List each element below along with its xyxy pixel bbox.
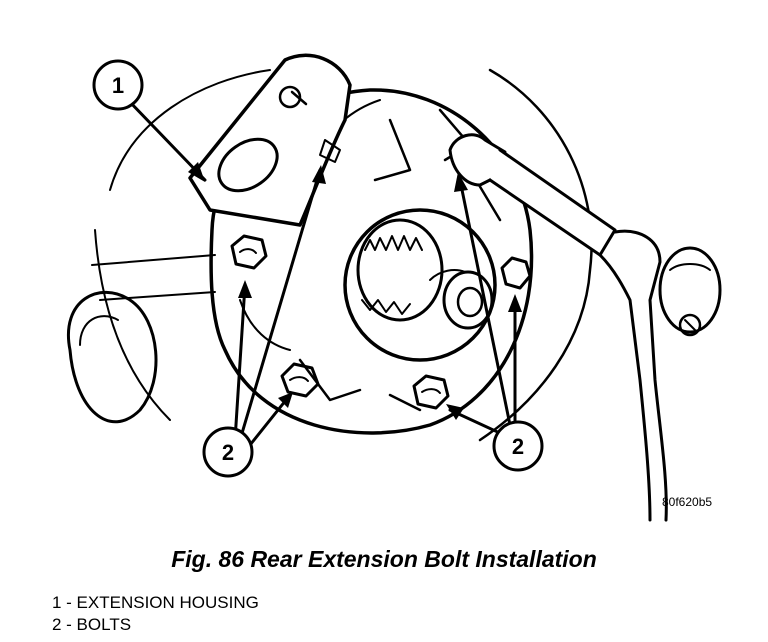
transmission-case	[67, 68, 593, 442]
legend-item-extension-housing: 1 - EXTENSION HOUSING	[52, 593, 259, 612]
rear-extension-illustration: 1 2 2	[67, 53, 722, 522]
legend: 1 - EXTENSION HOUSING 2 - BOLTS	[52, 592, 259, 636]
image-code: 80f620b5	[662, 495, 713, 509]
callout-2-right: 2	[492, 420, 544, 472]
output-shaft-hub	[343, 208, 497, 362]
callout-2-left: 2	[202, 426, 254, 478]
arrowheads	[188, 162, 522, 420]
callout-1: 1	[92, 59, 144, 111]
bolt-bottom-left	[280, 362, 320, 398]
leader-lines	[126, 98, 517, 447]
bolt-right	[500, 256, 532, 290]
svg-text:2: 2	[222, 440, 234, 465]
ratchet-wrench	[448, 133, 722, 522]
svg-text:1: 1	[112, 73, 124, 98]
legend-item-bolts: 2 - BOLTS	[52, 615, 132, 634]
figure-caption: Fig. 86 Rear Extension Bolt Installation	[171, 546, 597, 572]
bolt-left	[230, 234, 268, 270]
svg-text:2: 2	[512, 434, 524, 459]
bolt-bottom-right	[412, 374, 450, 410]
extension-housing-bracket	[188, 53, 352, 227]
